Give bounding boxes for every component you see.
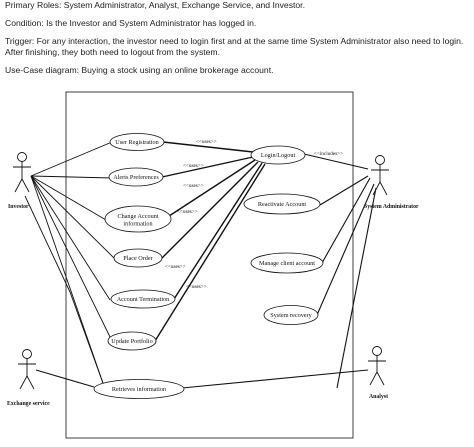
actor-exchange-service [18,349,36,390]
exchange-analyst-associations [35,369,369,389]
usecase-user-registration[interactable] [109,133,165,151]
usecase-update-portfolio[interactable] [107,331,157,351]
investor-associations [24,141,115,387]
actor-analyst-label: Analyst [369,394,388,400]
rel-uses-1: <<uses>> [196,139,217,145]
label-retrieves-information: Retrieves information [112,386,166,393]
usecase-reactivate-account[interactable] [243,193,321,215]
label-account-termination: Account Termination [117,296,170,303]
label-update-portfolio: Update Portfolio [111,338,152,345]
usecase-change-account-info[interactable] [104,205,172,233]
diagram-title: Use-Case diagram: Buying a stock using a… [5,65,274,75]
rel-uses-5: <<uses>> [165,264,186,270]
label-change-account-line2: information [123,221,152,228]
rel-uses-3: <<uses>> [183,183,204,189]
actor-system-administrator [371,155,389,196]
label-alerts-preferences: Alerts Preferences [113,174,159,181]
trigger-text: Trigger: For any interaction, the invest… [5,36,464,57]
sysadmin-associations [303,153,377,389]
condition-text: Condition: Is the Investor and System Ad… [5,18,257,28]
label-place-order: Place Order [123,255,152,262]
rel-uses-6: <<uses>> [186,284,207,290]
rel-includes: <<includes>> [314,151,343,157]
actor-analyst [368,346,386,386]
label-manage-client-account: Manage client account [259,260,315,267]
uses-relations [154,141,266,342]
actor-investor-label: Investor [8,204,29,210]
intro-text: Primary Roles: System Administrator, Ana… [5,0,471,83]
usecase-system-recovery[interactable] [263,305,319,325]
rel-uses-2: <<uses>> [183,163,204,169]
usecase-place-order[interactable] [113,248,163,268]
actor-system-administrator-label: System Administrator [364,204,419,210]
label-change-account-line1: Change Account [117,213,158,220]
system-boundary [65,91,354,439]
usecase-account-termination[interactable] [110,289,176,309]
label-login-logout: Login/Logout [261,152,296,159]
rel-uses-4: <<uses>> [177,209,198,215]
roles-text: Primary Roles: System Administrator, Ana… [5,0,305,10]
usecase-manage-client-account[interactable] [250,252,324,274]
actor-investor [13,152,31,193]
usecase-login-logout[interactable] [250,145,306,165]
usecase-retrieves-information[interactable] [93,379,185,399]
label-reactivate-account: Reactivate Account [258,201,307,208]
actor-exchange-service-label: Exchange service [7,401,50,407]
usecase-alerts-preferences[interactable] [108,167,164,187]
label-system-recovery: System recovery [270,312,312,319]
label-user-registration: User Registration [115,139,158,146]
